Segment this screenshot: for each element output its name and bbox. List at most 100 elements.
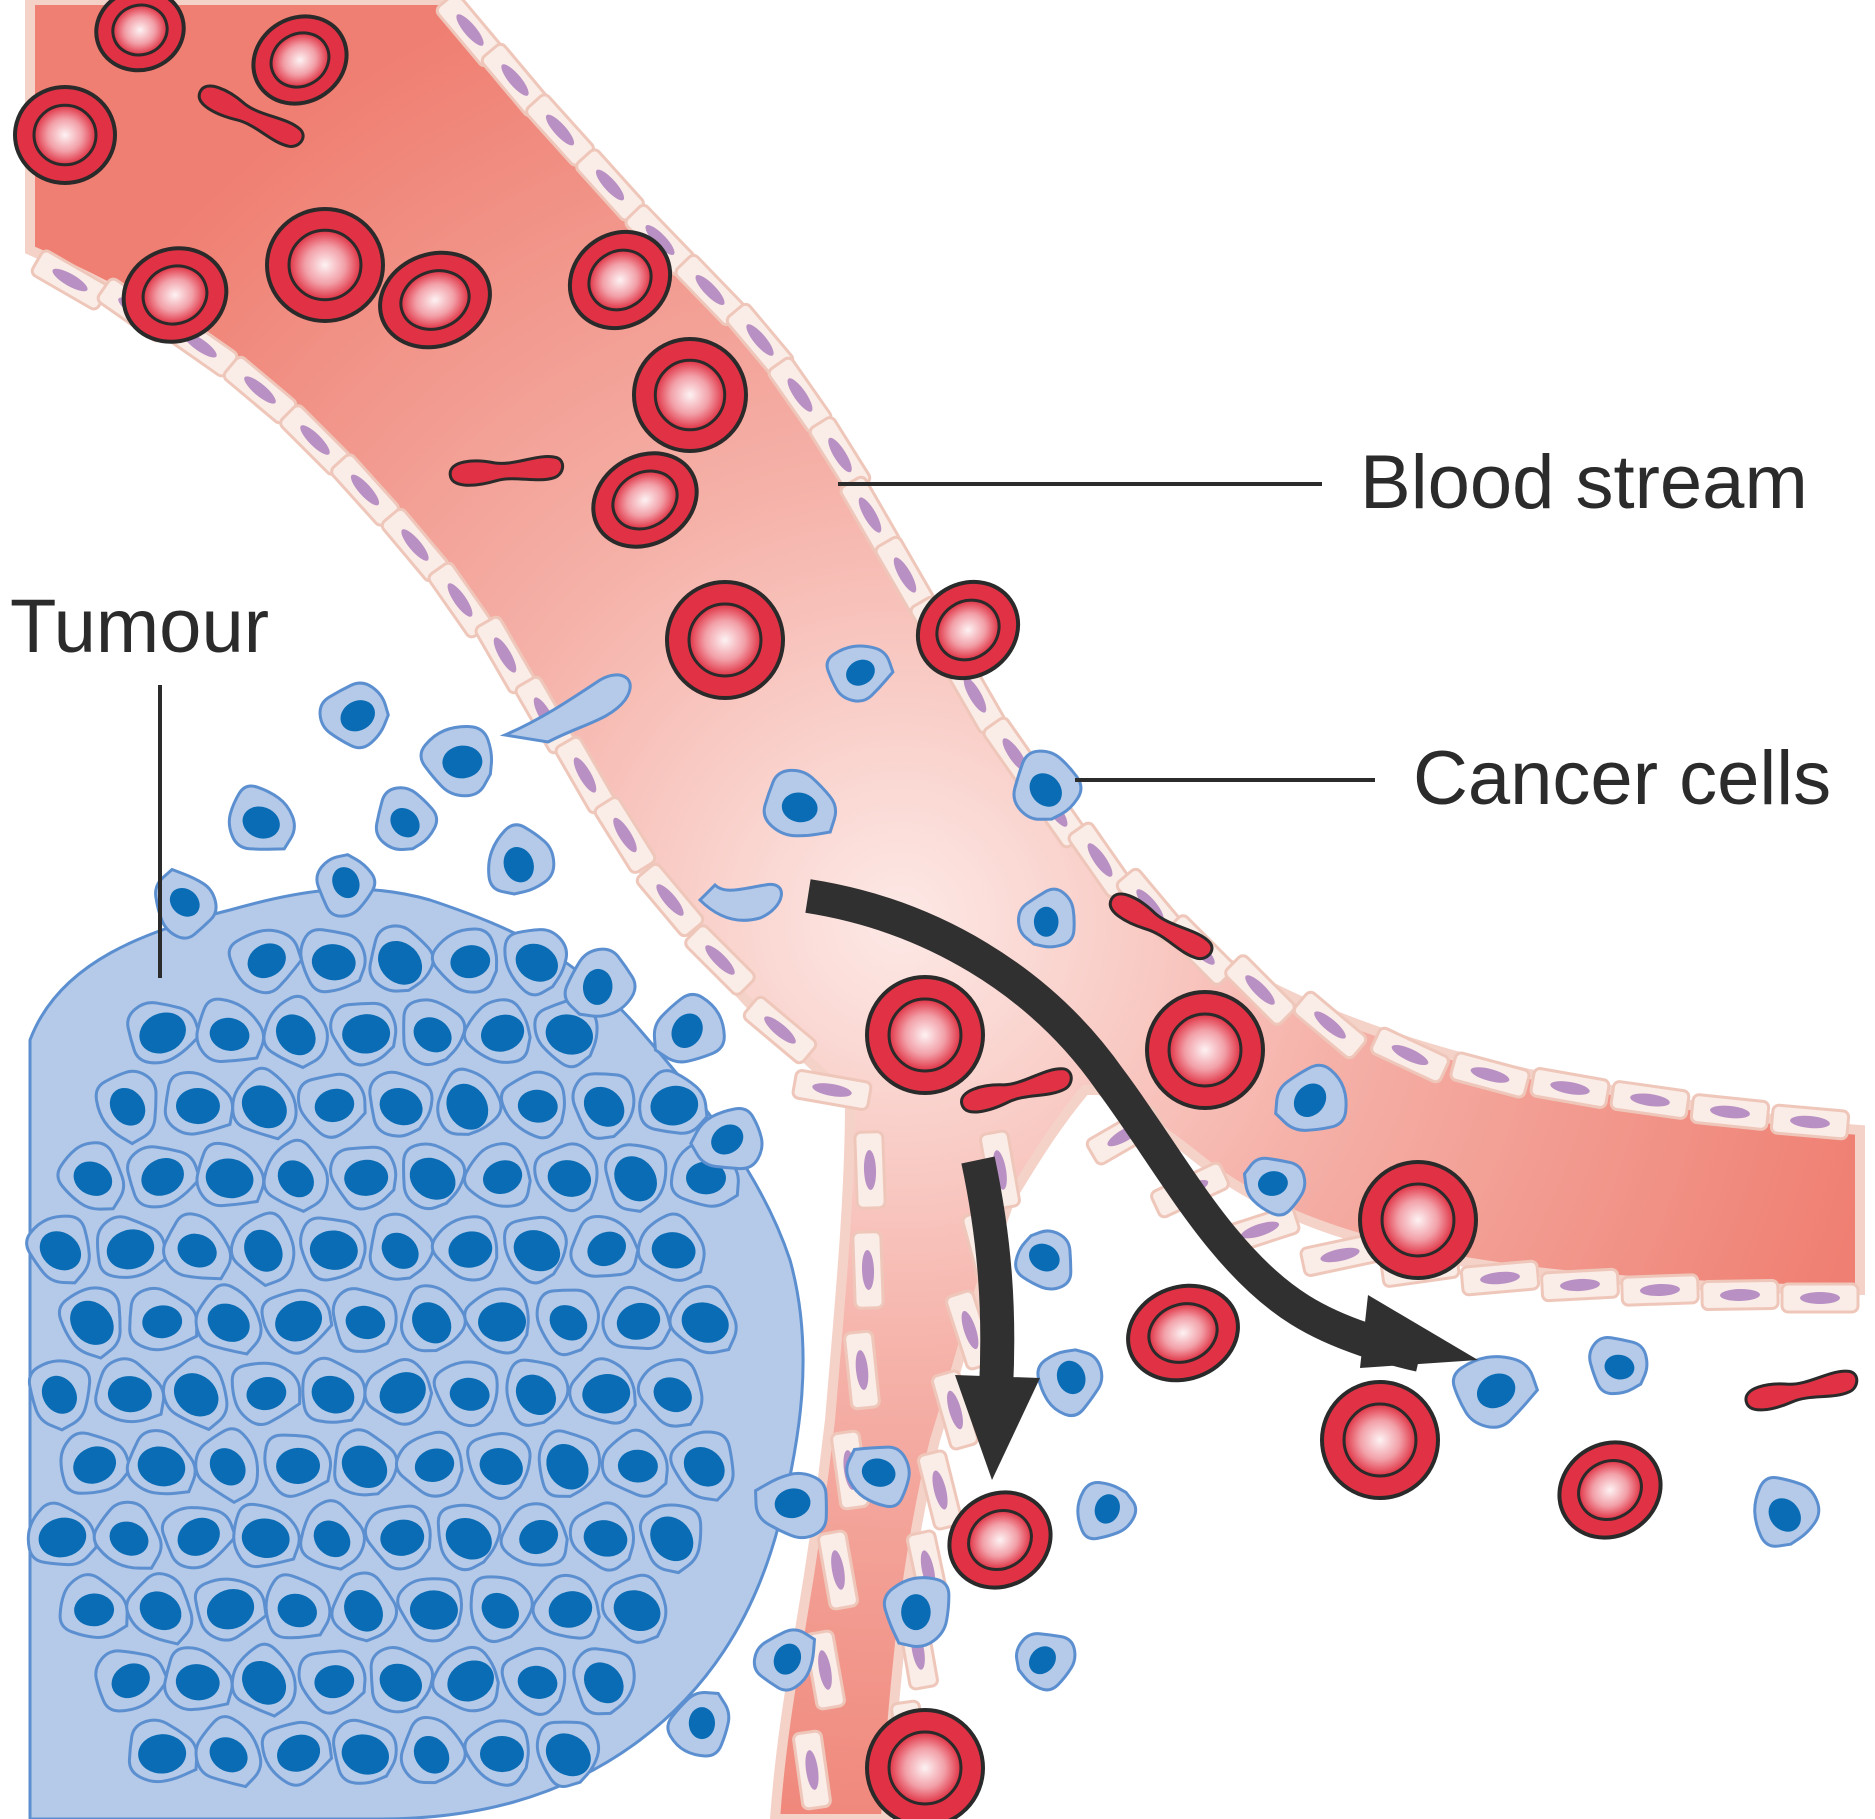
- cancer-cell-icon: [329, 1001, 398, 1067]
- flow-arrow-head: [1360, 1295, 1478, 1368]
- cancer-cell-icon: [500, 1646, 567, 1716]
- red-blood-cell-icon: [251, 14, 349, 106]
- cancer-cell-icon: [315, 853, 377, 918]
- cancer-cell-icon: [1076, 1480, 1138, 1541]
- endothelial-cell: [1529, 1067, 1611, 1109]
- endothelial-cell: [1540, 1267, 1620, 1303]
- cancer-cell-icon: [363, 1504, 432, 1571]
- endothelial-cell: [1689, 1093, 1771, 1131]
- flow-arrows: [805, 879, 1478, 1480]
- cancer-cell-icon: [568, 1501, 636, 1572]
- cancer-cell-icon: [882, 1576, 951, 1649]
- red-blood-cell-icon: [865, 975, 985, 1095]
- platelets: [197, 84, 1859, 1412]
- cancer-cell-icon: [436, 1067, 503, 1136]
- cancer-cell-icon: [94, 1069, 158, 1146]
- cancer-cell-icon: [568, 1357, 637, 1425]
- endothelial-cell: [1609, 1080, 1691, 1120]
- cancer-cell-icon: [845, 1445, 911, 1509]
- cancer-cell-icon: [399, 1716, 467, 1785]
- red-blood-cells: [13, 0, 1663, 1819]
- cancer-cell-icon: [297, 1649, 367, 1715]
- tumour-label: Tumour: [10, 584, 269, 669]
- red-blood-cell-icon: [1145, 990, 1265, 1110]
- cancer-cell-icon: [94, 1649, 170, 1713]
- cancer-cell-icon: [363, 1357, 434, 1426]
- cancer-cell-icon: [27, 1359, 92, 1432]
- cancer-cell-icon: [1012, 749, 1083, 821]
- endothelial-cell: [1224, 954, 1296, 1026]
- cancer-cell-icon: [652, 993, 726, 1064]
- cancer-cell-icon: [230, 1361, 302, 1426]
- cancer-cell-icon: [318, 681, 390, 750]
- cancer-cell-icon: [537, 1429, 602, 1498]
- red-blood-cell-icon: [632, 337, 748, 453]
- label-leader-lines: [158, 482, 1375, 978]
- endothelial-cell: [1620, 1273, 1700, 1307]
- cancer-cell-icon: [374, 786, 439, 851]
- endothelial-cell: [1370, 1026, 1450, 1084]
- cancer-cell-icon: [572, 1647, 636, 1716]
- endothelial-cell: [593, 796, 657, 874]
- endothelial-cell: [684, 924, 756, 996]
- endothelial-cell: [635, 862, 705, 938]
- cancer-cell-icon: [125, 1429, 197, 1496]
- cancer-cell-icon: [436, 1503, 502, 1572]
- cancer-cell-icon: [499, 1502, 569, 1567]
- red-blood-cell-icon: [1358, 1160, 1478, 1280]
- cancer-cell-icon: [400, 1284, 467, 1353]
- cancer-cell-icon: [402, 998, 467, 1067]
- cancer-cell-icon: [92, 1500, 163, 1570]
- red-blood-cell-icon: [567, 229, 673, 331]
- endothelial-cell: [804, 1629, 846, 1711]
- cancer-cell-icon: [25, 1214, 91, 1285]
- red-blood-cell-icon: [1557, 1440, 1663, 1540]
- cancer-cell-icon: [1588, 1336, 1649, 1396]
- endothelial-cell: [1449, 1051, 1531, 1099]
- cancer-cell-icon: [161, 1355, 229, 1432]
- cancer-cell-icon: [126, 1145, 202, 1209]
- cancer-cell-icon: [125, 1572, 194, 1646]
- cancer-cell-icon: [533, 998, 599, 1069]
- endothelial-cell: [742, 995, 818, 1065]
- cancer-cell-icon: [469, 1575, 534, 1644]
- cancer-cell-icon: [604, 1143, 668, 1213]
- endothelial-cell: [1769, 1103, 1851, 1141]
- cancer-cell-icon: [430, 927, 499, 994]
- cancer-cell-icon: [195, 997, 266, 1064]
- cancer-cell-icon: [535, 1288, 600, 1357]
- cancer-cell-icon: [262, 994, 329, 1070]
- cancer-cell-icon: [563, 947, 637, 1018]
- cancer-cell-icon: [56, 1141, 126, 1211]
- cancer-cell-icon: [263, 1433, 333, 1498]
- red-blood-cell-icon: [947, 1490, 1053, 1590]
- cancer-cell-icon: [194, 1715, 263, 1789]
- cancer-cell-icon: [194, 1427, 260, 1505]
- cancer-cell-icon: [462, 1142, 532, 1208]
- cancer-cell-icon: [825, 644, 895, 703]
- cancer-cell-icon: [264, 1573, 332, 1640]
- cancer-cell-icon: [260, 1720, 334, 1787]
- cancer-cell-icon: [535, 1720, 601, 1789]
- cancer-cell-icon: [636, 1358, 704, 1428]
- cancer-cell-icon: [296, 1072, 367, 1139]
- endothelial-cell: [1700, 1278, 1780, 1312]
- cancer-cell-icon: [369, 1646, 435, 1714]
- red-blood-cell-icon: [121, 246, 229, 344]
- cancer-cells: [25, 644, 1821, 1789]
- cancer-cell-icon: [396, 1577, 463, 1643]
- endothelial-cell: [1780, 1282, 1860, 1314]
- cancer-cell-icon: [666, 1691, 731, 1758]
- invading-cell-extension: [499, 673, 632, 744]
- platelet-icon: [197, 84, 305, 148]
- endothelial-cell: [851, 1230, 885, 1310]
- endothelial-cell: [1459, 1259, 1541, 1297]
- cancer-cell-icon: [230, 1642, 297, 1718]
- cancer-cell-icon: [162, 1212, 233, 1281]
- cancer-cell-icon: [419, 725, 494, 798]
- cancer-cell-icon: [762, 768, 838, 838]
- cancer-cell-icon: [533, 1142, 599, 1213]
- cancer-cell-icon: [368, 924, 435, 993]
- endothelial-cell: [380, 507, 450, 583]
